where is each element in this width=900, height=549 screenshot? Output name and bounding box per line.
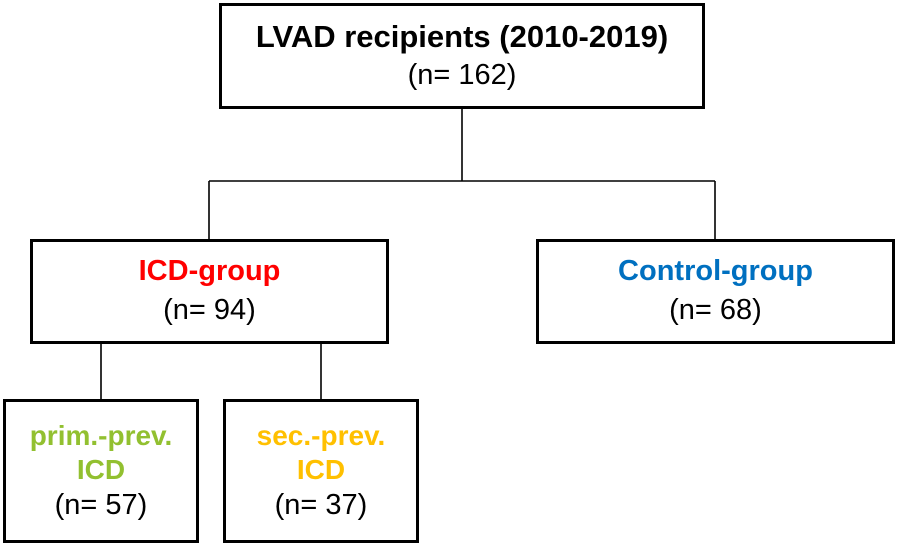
lvad-recipients-title: LVAD recipients (2010-2019)	[255, 19, 669, 55]
control-group-title: Control-group	[618, 255, 813, 288]
icd-group-title: ICD-group	[138, 255, 281, 288]
secondary-prevention-count: (n= 37)	[274, 489, 368, 522]
primary-prevention-icd-box: prim.-prev. ICD (n= 57)	[3, 399, 199, 543]
secondary-prevention-title-line2: ICD	[296, 453, 346, 485]
control-group-box: Control-group (n= 68)	[536, 239, 895, 344]
icd-group-box: ICD-group (n= 94)	[30, 239, 389, 344]
control-group-count: (n= 68)	[669, 293, 762, 326]
lvad-recipients-count: (n= 162)	[407, 58, 517, 91]
primary-prevention-title-line1: prim.-prev.	[29, 420, 173, 451]
secondary-prevention-title-line1: sec.-prev.	[256, 420, 386, 451]
primary-prevention-count: (n= 57)	[54, 489, 148, 522]
secondary-prevention-icd-box: sec.-prev. ICD (n= 37)	[223, 399, 419, 543]
primary-prevention-title-line2: ICD	[76, 453, 126, 485]
lvad-recipients-box: LVAD recipients (2010-2019) (n= 162)	[219, 3, 705, 109]
icd-group-count: (n= 94)	[163, 293, 256, 326]
